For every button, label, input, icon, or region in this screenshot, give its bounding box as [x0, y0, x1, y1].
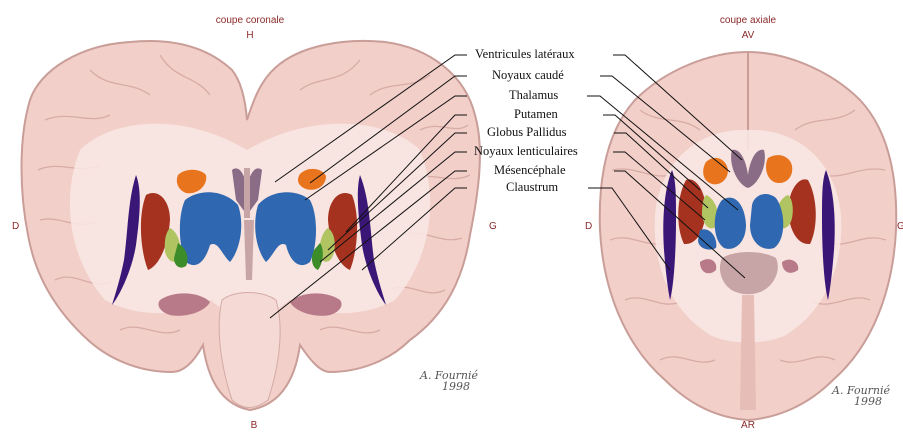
signature-axial: A. Fournié 1998 [832, 385, 890, 407]
axial-cerebellar-vermis [740, 295, 756, 410]
coronal-section [22, 41, 480, 410]
label-claustrum: Claustrum [506, 180, 558, 195]
axial-thalamus-right [750, 194, 783, 249]
signature-year: 1998 [420, 381, 478, 392]
axial-right-letter: G [897, 221, 903, 232]
coronal-title: coupe coronale [198, 15, 302, 26]
coronal-septum [244, 168, 250, 218]
axial-bottom-letter: AR [736, 420, 760, 431]
coronal-bottom-letter: B [242, 420, 266, 431]
axial-left-letter: D [585, 221, 592, 232]
coronal-right-letter: G [489, 221, 497, 232]
axial-title: coupe axiale [696, 15, 800, 26]
signature-year-axial: 1998 [832, 396, 890, 407]
label-thalamus: Thalamus [509, 88, 558, 103]
axial-top-letter: AV [736, 30, 760, 41]
label-globus-pallidus: Globus Pallidus [487, 125, 567, 140]
label-noyaux-lenticulaires: Noyaux lenticulaires [474, 144, 578, 159]
label-mesencephale: Mésencéphale [494, 163, 566, 178]
coronal-left-letter: D [12, 221, 19, 232]
coronal-top-letter: H [238, 30, 262, 41]
label-noyaux-caude: Noyaux caudé [492, 68, 564, 83]
label-ventricules-lateraux: Ventricules latéraux [475, 47, 575, 62]
axial-section [600, 52, 896, 420]
signature-coronal: A. Fournié 1998 [420, 370, 478, 392]
label-putamen: Putamen [514, 107, 558, 122]
